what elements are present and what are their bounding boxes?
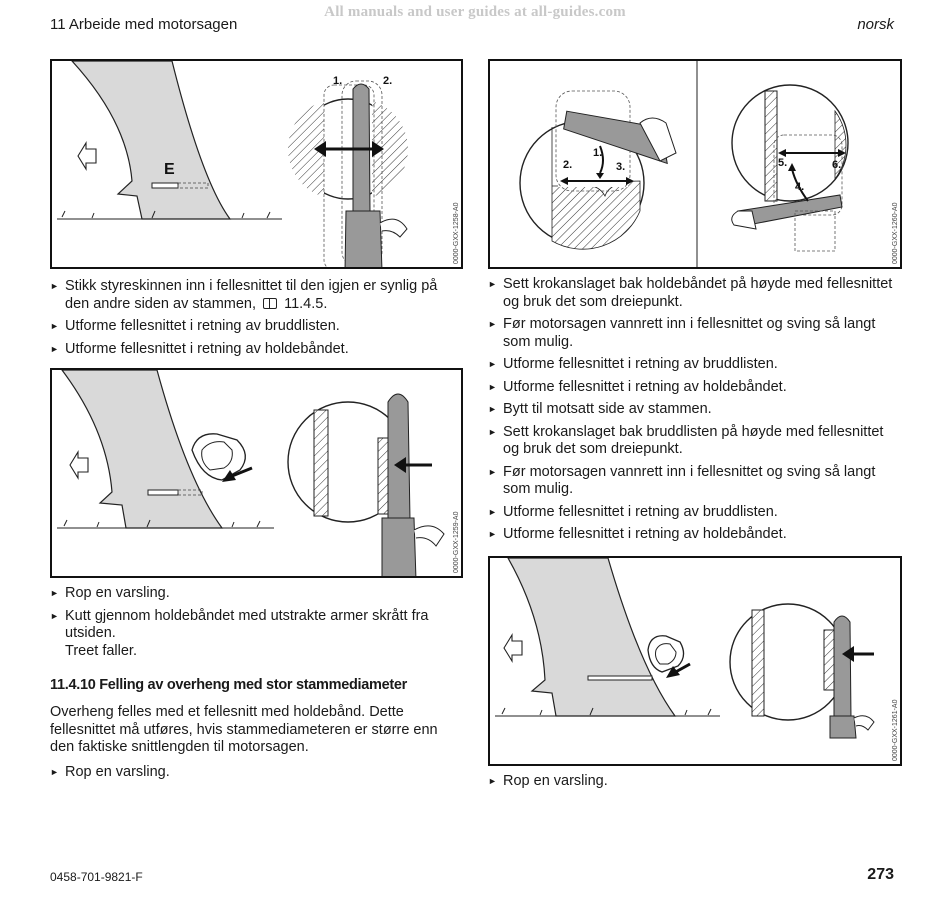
bullet-list-5: Rop en varsling. [488,773,902,796]
document-number: 0458-701-9821-F [50,870,143,884]
label-step-2: 2. [383,75,393,87]
list-item: Rop en varsling. [50,585,462,603]
figure-code: 0000-GXX-1259-A0 [453,511,460,573]
list-item: Kutt gjennom holdebåndet med utstrakte a… [50,608,462,643]
list-item: Sett krokanslaget bak holdebåndet på høy… [488,276,902,311]
figure-4: 0000-GXX-1261-A0 [488,556,902,766]
figure-code: 0000-GXX-1260-A0 [892,202,899,264]
body-paragraph: Overheng felles med et fellesnitt med ho… [50,704,438,755]
list-item: Utforme fellesnittet i retning av bruddl… [488,504,902,522]
section-header: 11 Arbeide med motorsagen [50,16,238,33]
list-item: Rop en varsling. [50,764,462,782]
page-number: 273 [867,866,894,883]
label-step-2: 2. [563,159,573,171]
list-item: Bytt til motsatt side av stammen. [488,401,902,419]
list-item: Utforme fellesnittet i retning av bruddl… [50,318,462,336]
list-item: Før motorsagen vannrett inn i fellesnitt… [488,464,902,499]
bullet-list-1: Stikk styreskinnen inn i fellesnittet ti… [50,278,462,363]
figure-3: 2. 1. 3. 5. 6. 4. 0000-GXX-1260-A0 [488,59,902,269]
result-text: Treet faller. [65,643,137,659]
language-label: norsk [857,16,894,33]
list-item: Utforme fellesnittet i retning av holdeb… [50,341,462,359]
label-step-1: 1. [593,147,603,159]
list-item: Før motorsagen vannrett inn i fellesnitt… [488,316,902,351]
label-step-5: 5. [778,157,788,169]
figure-4-drawing [495,558,875,739]
bullet-list-3: Rop en varsling. [50,764,462,787]
list-item: Stikk styreskinnen inn i fellesnittet ti… [50,278,462,313]
figure-1: E 1. 2. 0000-GXX-1258-A0 [50,59,463,269]
label-step-4: 4. [795,181,805,193]
watermark: All manuals and user guides at all-guide… [324,4,626,20]
figure-1-drawing [57,61,408,267]
list-item: Utforme fellesnittet i retning av holdeb… [488,526,902,544]
label-e: E [164,161,175,178]
book-reference-icon [263,297,278,309]
bullet-list-2: Rop en varsling. Kutt gjennom holdebånde… [50,585,462,648]
label-step-6: 6. [832,159,842,171]
figure-2: 0000-GXX-1259-A0 [50,368,463,578]
bullet-list-4: Sett krokanslaget bak holdebåndet på høy… [488,276,902,549]
figure-3-drawing [519,61,849,267]
label-step-3: 3. [616,161,626,173]
list-item: Utforme fellesnittet i retning av holdeb… [488,379,902,397]
section-heading: 11.4.10 Felling av overheng med stor sta… [50,677,408,693]
list-item: Sett krokanslaget bak bruddlisten på høy… [488,424,902,459]
list-item: Utforme fellesnittet i retning av bruddl… [488,356,902,374]
label-step-1: 1. [333,75,343,87]
list-item: Rop en varsling. [488,773,902,791]
figure-2-drawing [57,370,445,576]
figure-code: 0000-GXX-1261-A0 [892,699,899,761]
figure-code: 0000-GXX-1258-A0 [453,202,460,264]
